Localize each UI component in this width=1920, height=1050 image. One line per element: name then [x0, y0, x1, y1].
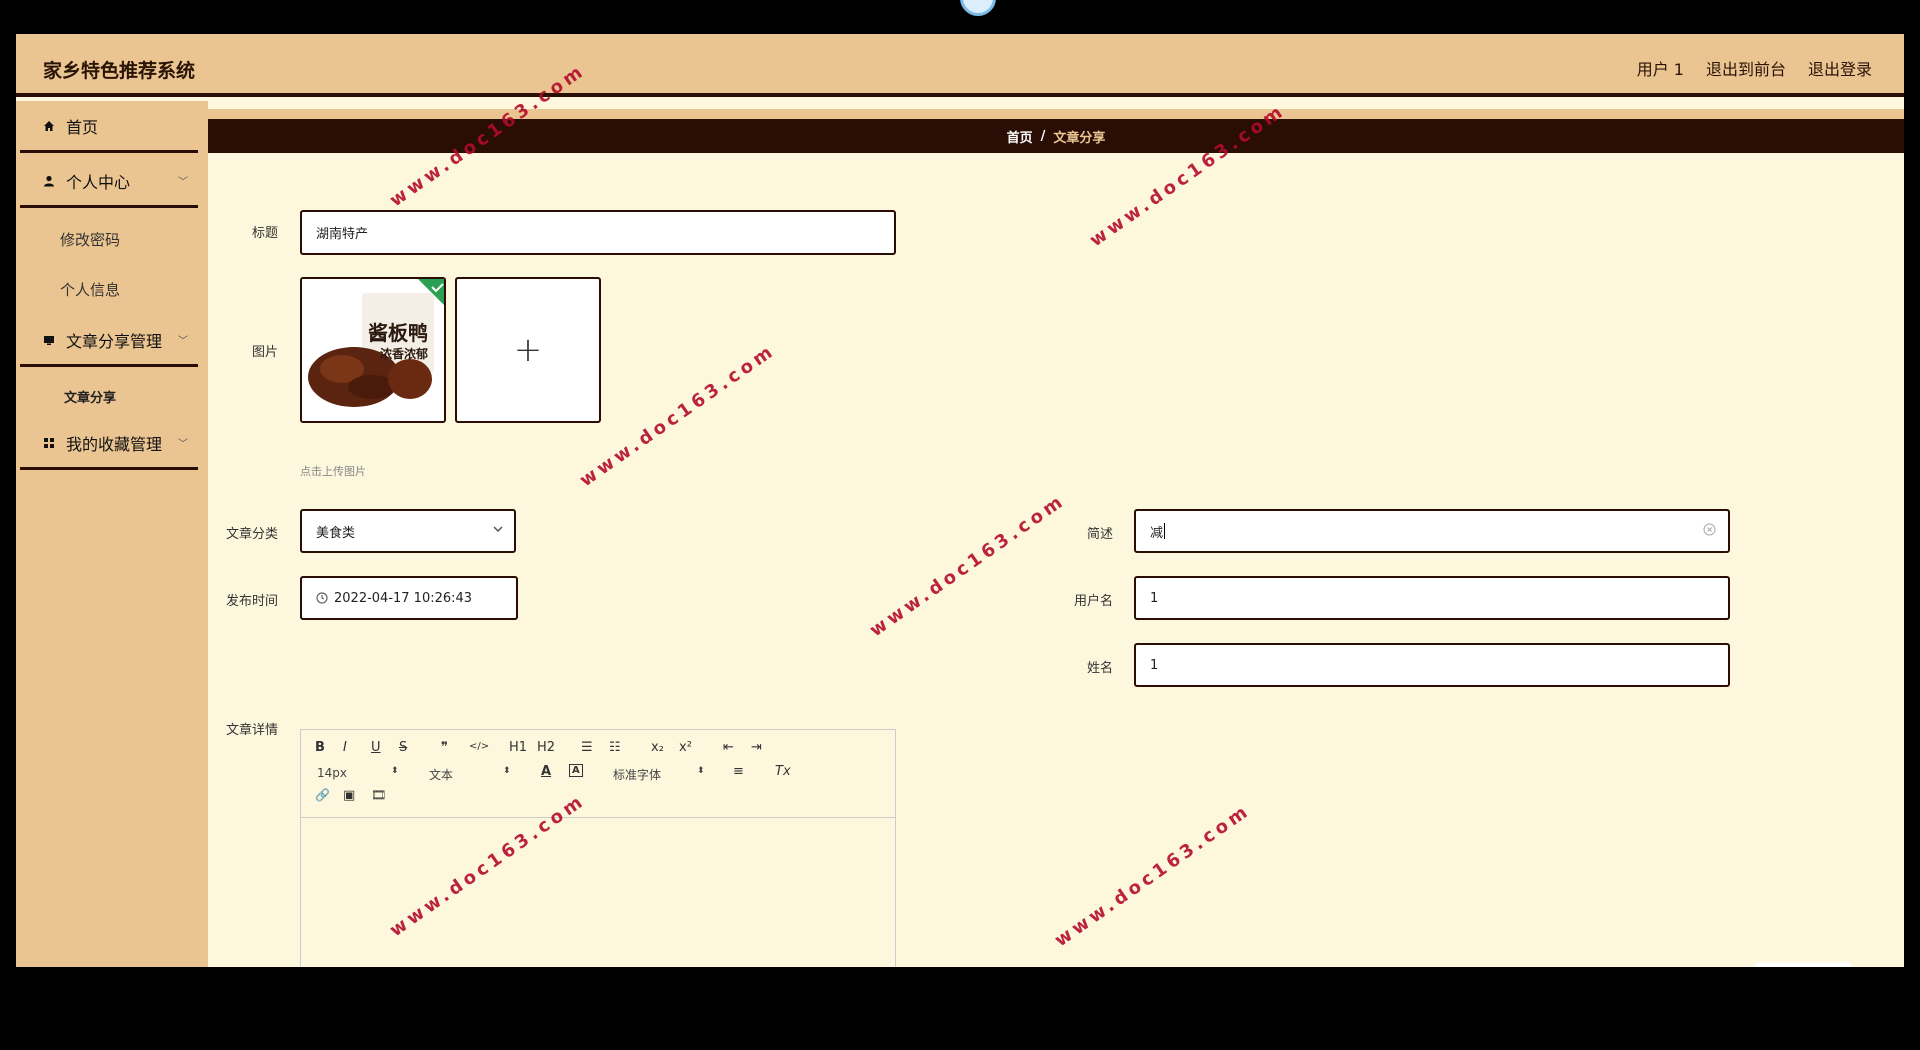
- h2-button[interactable]: H2: [537, 740, 556, 755]
- rich-text-editor: B I U S ❞ </> H1 H2 ☰ ☷ x₂ x² ⇤ ⇥ 14px ⬍…: [300, 729, 896, 967]
- sidebar-subitem-change-password[interactable]: 修改密码: [60, 231, 121, 249]
- outdent-button[interactable]: ⇤: [723, 740, 734, 755]
- editor-body[interactable]: [301, 818, 895, 967]
- chevron-down-icon: ﹀: [178, 439, 188, 450]
- updown-arrow-icon: ⬍: [391, 766, 399, 776]
- subscript-button[interactable]: x₂: [651, 740, 664, 755]
- app-title: 家乡特色推荐系统: [43, 60, 196, 82]
- quote-button[interactable]: ❞: [441, 740, 448, 755]
- format-select[interactable]: 文本: [429, 768, 454, 782]
- font-size-select[interactable]: 14px: [317, 766, 347, 780]
- publish-time-label: 发布时间: [225, 594, 278, 609]
- strike-button[interactable]: S: [399, 740, 408, 755]
- ime-toolbar[interactable]: S 中 🎤 ⌨: [1756, 962, 1852, 968]
- bg-color-button[interactable]: A: [569, 764, 583, 777]
- indent-button[interactable]: ⇥: [751, 740, 762, 755]
- home-icon: [40, 120, 58, 132]
- chevron-down-icon: [492, 523, 504, 539]
- breadcrumb-separator: /: [1040, 128, 1046, 144]
- sidebar-item-personal[interactable]: 个人中心 ﹀: [20, 156, 198, 208]
- logout-link[interactable]: 退出登录: [1807, 60, 1872, 79]
- top-header: 家乡特色推荐系统 用户 1 退出到前台 退出登录: [16, 34, 1904, 97]
- name-input[interactable]: 1: [1134, 643, 1730, 687]
- updown-arrow-icon: ⬍: [697, 766, 705, 776]
- sidebar-subitem-personal-info[interactable]: 个人信息: [60, 281, 121, 299]
- breadcrumb: 首页 / 文章分享: [208, 119, 1904, 153]
- category-select[interactable]: 美食类: [300, 509, 516, 553]
- sidebar-item-label: 首页: [66, 117, 99, 137]
- sidebar-item-label: 我的收藏管理: [66, 434, 163, 454]
- breadcrumb-bar: 首页 / 文章分享: [208, 109, 1904, 153]
- publish-time-picker[interactable]: 2022-04-17 10:26:43: [300, 576, 518, 620]
- detail-label: 文章详情: [225, 723, 278, 738]
- clock-icon: [316, 592, 328, 604]
- link-button[interactable]: 🔗: [315, 788, 330, 802]
- image-thumb-subtext: 浓香浓郁: [380, 347, 429, 361]
- name-label: 姓名: [1086, 661, 1113, 676]
- publish-time-value: 2022-04-17 10:26:43: [334, 590, 473, 606]
- upload-add-button[interactable]: +: [455, 277, 601, 423]
- clear-format-button[interactable]: Tx: [775, 764, 791, 779]
- h1-button[interactable]: H1: [509, 740, 528, 755]
- summary-input-value: 减: [1150, 525, 1164, 541]
- grid-icon: [40, 437, 58, 449]
- plus-icon: +: [513, 330, 543, 370]
- duck-food-image: [302, 279, 444, 421]
- superscript-button[interactable]: x²: [679, 740, 692, 755]
- italic-button[interactable]: I: [343, 740, 347, 755]
- username-label: 用户名: [1073, 594, 1113, 609]
- upload-hint: 点击上传图片: [300, 465, 366, 478]
- font-color-button[interactable]: A: [541, 764, 552, 779]
- category-label: 文章分类: [225, 527, 278, 542]
- header-actions: 用户 1 退出到前台 退出登录: [1637, 56, 1872, 80]
- editor-toolbar: B I U S ❞ </> H1 H2 ☰ ☷ x₂ x² ⇤ ⇥ 14px ⬍…: [301, 730, 895, 818]
- sidebar-item-label: 文章分享管理: [66, 331, 163, 351]
- main-content: 首页 / 文章分享 标题 湖南特产 图片 酱板鸭 浓香浓郁 +: [208, 101, 1904, 967]
- uploaded-image-thumb[interactable]: 酱板鸭 浓香浓郁: [300, 277, 446, 423]
- image-thumb-text: 酱板鸭: [368, 321, 428, 345]
- sidebar-item-article-mgmt[interactable]: 文章分享管理 ﹀: [20, 315, 198, 367]
- bullet-list-button[interactable]: ☷: [609, 740, 621, 755]
- sidebar: 首页 个人中心 ﹀ 修改密码 个人信息 文章分享管理 ﹀ 文章分享 我的收藏管理…: [16, 101, 208, 967]
- video-button[interactable]: 🎞: [371, 788, 387, 802]
- image-button[interactable]: ▣: [343, 788, 356, 803]
- updown-arrow-icon: ⬍: [503, 766, 511, 776]
- clear-circle-icon[interactable]: [1703, 523, 1716, 540]
- title-label: 标题: [251, 226, 278, 241]
- summary-input[interactable]: 减: [1134, 509, 1730, 553]
- image-label: 图片: [251, 345, 278, 360]
- user-icon: [40, 175, 58, 187]
- text-cursor: [1164, 523, 1166, 539]
- chevron-down-icon: ﹀: [178, 177, 188, 188]
- user-label[interactable]: 用户 1: [1636, 60, 1684, 79]
- bold-button[interactable]: B: [315, 740, 325, 755]
- breadcrumb-home[interactable]: 首页: [1006, 130, 1033, 146]
- title-input[interactable]: 湖南特产: [300, 210, 896, 255]
- align-button[interactable]: ≡: [733, 764, 744, 779]
- sidebar-item-favorites-mgmt[interactable]: 我的收藏管理 ﹀: [20, 418, 198, 470]
- ordered-list-button[interactable]: ☰: [581, 740, 593, 755]
- code-button[interactable]: </>: [469, 741, 490, 752]
- chevron-down-icon: ﹀: [178, 336, 188, 347]
- monitor-icon: [40, 334, 58, 346]
- font-family-select[interactable]: 标准字体: [613, 768, 662, 782]
- floating-bubble: [960, 0, 996, 16]
- underline-button[interactable]: U: [371, 740, 381, 755]
- username-input[interactable]: 1: [1134, 576, 1730, 620]
- sidebar-subitem-article-share[interactable]: 文章分享: [64, 391, 117, 406]
- exit-front-link[interactable]: 退出到前台: [1705, 60, 1786, 79]
- breadcrumb-current: 文章分享: [1053, 130, 1106, 146]
- sidebar-item-home[interactable]: 首页: [20, 101, 198, 153]
- app-window: 家乡特色推荐系统 用户 1 退出到前台 退出登录 首页 个人中心 ﹀ 修改密码 …: [16, 34, 1904, 967]
- ime-language[interactable]: 中: [1785, 966, 1798, 968]
- category-select-value: 美食类: [316, 525, 356, 541]
- summary-label: 简述: [1086, 527, 1113, 542]
- sidebar-item-label: 个人中心: [66, 172, 131, 192]
